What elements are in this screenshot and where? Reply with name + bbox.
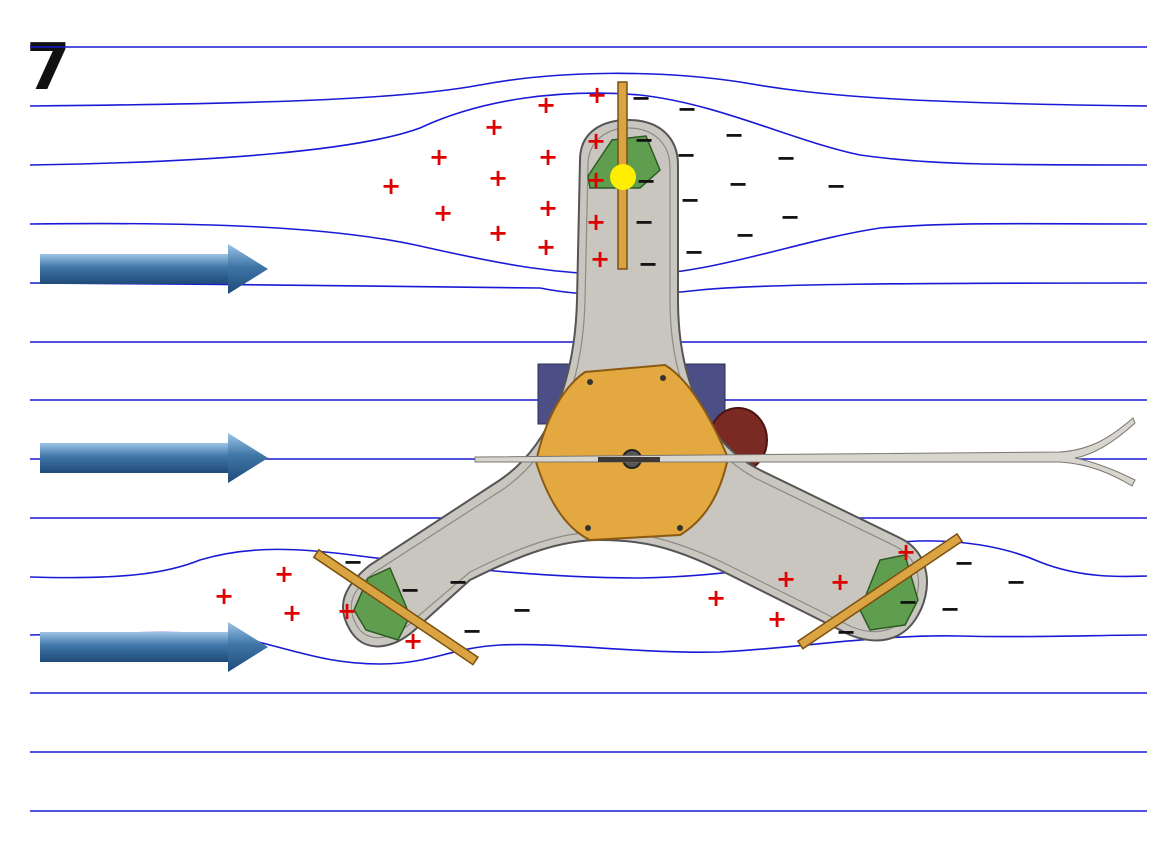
positive-charge-icon: +: [484, 113, 504, 141]
negative-charge-icon: −: [836, 618, 856, 646]
positive-charge-icon: +: [488, 219, 508, 247]
positive-charge-icon: +: [381, 172, 401, 200]
positive-charge-icon: +: [536, 233, 556, 261]
positive-charge-icon: +: [896, 538, 916, 566]
positive-charge-icon: +: [538, 194, 558, 222]
negative-charge-icon: −: [634, 126, 654, 154]
streamline: [29, 72, 1148, 107]
positive-charge-icon: +: [337, 597, 357, 625]
negative-charge-icon: −: [1006, 568, 1026, 596]
negative-charge-icon: −: [448, 568, 468, 596]
negative-charge-icon: −: [684, 238, 704, 266]
positive-charge-icon: +: [536, 91, 556, 119]
flow-arrow-icon: [40, 433, 268, 483]
negative-charge-icon: −: [954, 549, 974, 577]
positive-charge-icon: +: [433, 199, 453, 227]
positive-charge-icon: +: [274, 560, 294, 588]
negative-charge-icon: −: [780, 203, 800, 231]
positive-charge-icon: +: [282, 599, 302, 627]
negative-charge-icon: −: [343, 548, 363, 576]
positive-charge-icon: +: [538, 143, 558, 171]
positive-charge-icon: +: [776, 565, 796, 593]
negative-charge-icon: −: [724, 121, 744, 149]
positive-charge-icon: +: [429, 143, 449, 171]
positive-charge-icon: +: [214, 582, 234, 610]
streamline: [29, 92, 1148, 166]
negative-charge-icon: −: [400, 576, 420, 604]
positive-charge-icon: +: [706, 584, 726, 612]
hub-bolt: [585, 525, 591, 531]
negative-charge-icon: −: [636, 167, 656, 195]
negative-charge-icon: −: [735, 221, 755, 249]
negative-charge-icon: −: [940, 595, 960, 623]
flow-arrow-icon: [40, 244, 268, 294]
negative-charge-icon: −: [462, 617, 482, 645]
flow-arrow-icon: [40, 622, 268, 672]
positive-charge-icon: +: [590, 245, 610, 273]
hub-bolt: [587, 379, 593, 385]
negative-charge-icon: −: [638, 250, 658, 278]
blade-icon: [796, 532, 964, 650]
probe-rod: [474, 417, 1136, 487]
negative-charge-icon: −: [728, 170, 748, 198]
hub-bolt: [677, 525, 683, 531]
blade-icon: [312, 548, 480, 666]
streamline: [29, 540, 1148, 579]
positive-charge-icon: +: [586, 127, 606, 155]
positive-charge-icon: +: [767, 605, 787, 633]
hub-bar: [598, 457, 660, 462]
negative-charge-icon: −: [776, 144, 796, 172]
negative-charge-icon: −: [680, 186, 700, 214]
positive-charge-icon: +: [830, 568, 850, 596]
flow-arrows: [40, 244, 268, 672]
indicator-dot-icon: [610, 164, 636, 190]
negative-charge-icon: −: [676, 141, 696, 169]
negative-charge-icon: −: [634, 208, 654, 236]
hub-bolt: [660, 375, 666, 381]
positive-charge-icon: +: [586, 208, 606, 236]
negative-charge-icon: −: [826, 172, 846, 200]
negative-charge-icon: −: [631, 84, 651, 112]
negative-charge-icon: −: [512, 596, 532, 624]
positive-charge-icon: +: [587, 81, 607, 109]
positive-charge-icon: +: [586, 166, 606, 194]
negative-charge-icon: −: [898, 588, 918, 616]
charge-signs: +++++++++++++++++++++++++−−−−−−−−−−−−−−−…: [214, 81, 1026, 655]
positive-charge-icon: +: [403, 627, 423, 655]
tri-arm-frame: [312, 81, 1136, 666]
positive-charge-icon: +: [488, 164, 508, 192]
negative-charge-icon: −: [677, 95, 697, 123]
